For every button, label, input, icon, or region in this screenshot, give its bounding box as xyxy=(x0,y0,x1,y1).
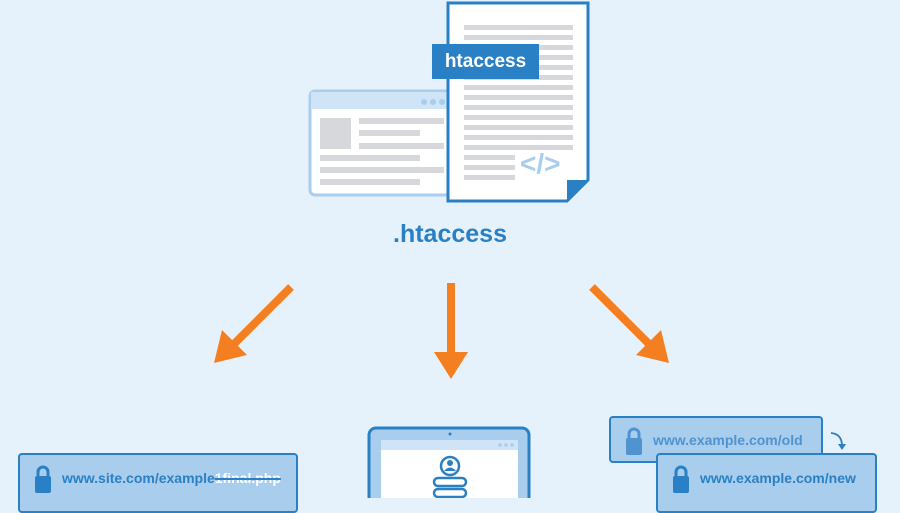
new-url-box: www.example.com/new xyxy=(656,453,877,513)
arrow-down-icon xyxy=(434,283,468,379)
url-text: www.site.com/example1final.php xyxy=(62,470,281,486)
code-icon: </> xyxy=(520,148,561,179)
url-base: www.site.com/example xyxy=(62,470,215,486)
lock-icon xyxy=(35,465,51,493)
lock-icon xyxy=(673,465,689,493)
redirect-arrow-icon xyxy=(830,432,846,450)
browser-window-icon xyxy=(308,89,452,197)
tablet-icon xyxy=(367,426,531,498)
lock-icon xyxy=(626,427,642,455)
url-removed-part: 1final.php xyxy=(214,470,281,486)
user-avatar-icon xyxy=(439,455,461,477)
document-icon xyxy=(446,1,590,203)
illustration-canvas xyxy=(214,1,846,498)
url-rewrite-box: www.site.com/example1final.php xyxy=(18,453,298,513)
htaccess-file-label: htaccess xyxy=(432,44,539,79)
page-title: .htaccess xyxy=(393,220,507,248)
new-url: www.example.com/new xyxy=(700,470,856,486)
arrow-left-icon xyxy=(214,284,294,363)
arrow-right-icon xyxy=(589,284,669,363)
old-url: www.example.com/old xyxy=(653,431,803,448)
